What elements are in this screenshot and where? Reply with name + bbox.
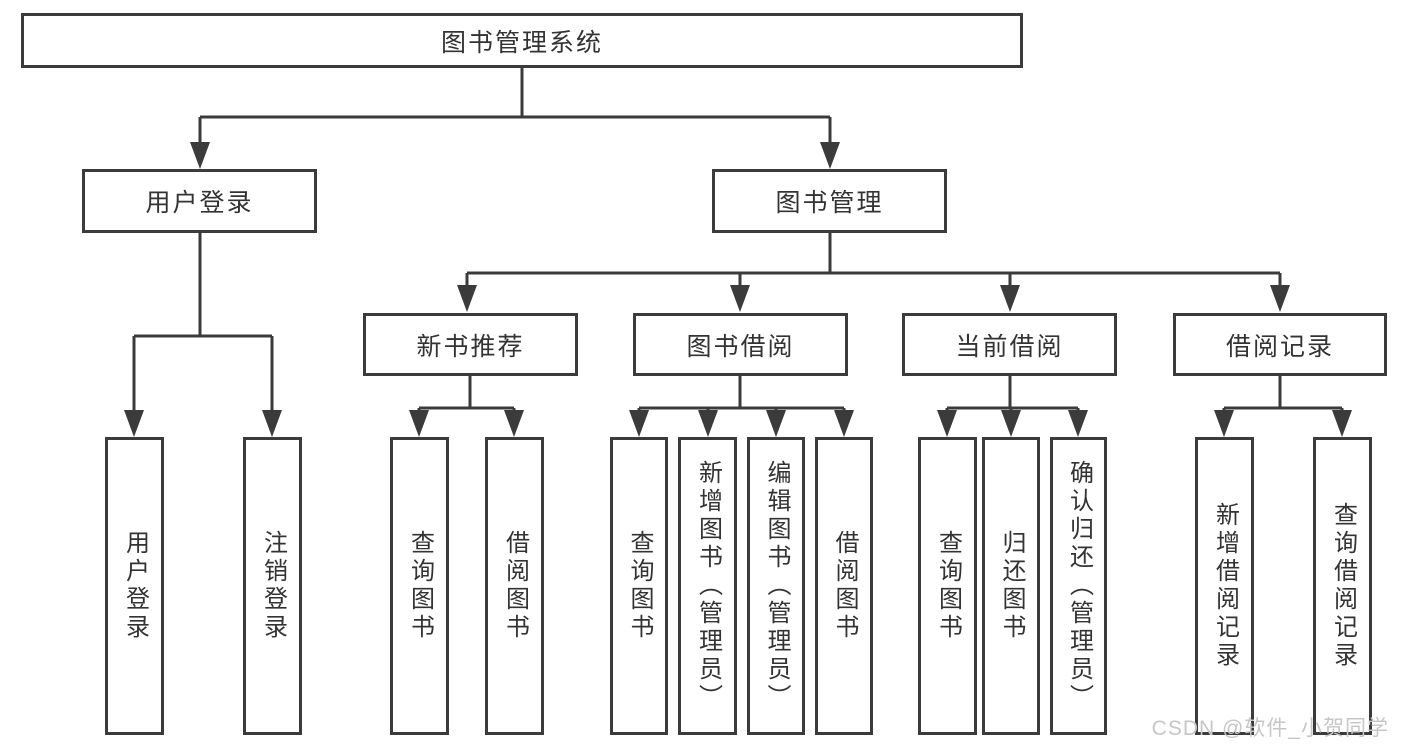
leaf-query-borrow-record: 查询借阅记录 [1313, 437, 1372, 735]
leaf-query-books-current-label: 查询图书 [934, 530, 962, 642]
leaf-confirm-return-admin-label: 确认归还（管理员） [1065, 460, 1093, 712]
leaf-add-books-admin: 新增图书（管理员） [678, 437, 737, 735]
connector-book-management-children [465, 233, 1282, 288]
leaf-return-books-label: 归还图书 [998, 530, 1025, 642]
node-book-management-label: 图书管理 [775, 189, 884, 217]
leaf-confirm-return-admin: 确认归还（管理员） [1050, 437, 1107, 735]
leaf-user-login: 用户登录 [105, 437, 164, 735]
node-user-login: 用户登录 [82, 169, 317, 233]
node-current-borrow-label: 当前借阅 [955, 332, 1064, 361]
leaf-query-books-borrow-label: 查询图书 [626, 530, 653, 642]
leaf-query-books-current: 查询图书 [918, 437, 977, 735]
leaf-query-books-recommend-label: 查询图书 [406, 530, 434, 642]
connector-root-to-level2 [198, 68, 832, 145]
node-book-management: 图书管理 [712, 169, 947, 233]
leaf-edit-books-admin-label: 编辑图书（管理员） [763, 460, 790, 712]
node-current-borrow: 当前借阅 [902, 313, 1117, 376]
leaf-user-login-label: 用户登录 [121, 530, 149, 642]
leaf-logout-label: 注销登录 [259, 530, 287, 642]
leaf-return-books: 归还图书 [982, 437, 1040, 735]
leaf-add-borrow-record: 新增借阅记录 [1195, 437, 1254, 735]
leaf-borrow-books-recommend-label: 借阅图书 [501, 530, 529, 642]
leaf-query-books-borrow: 查询图书 [610, 437, 668, 735]
csdn-watermark: CSDN @软件_小贺同学 [1151, 717, 1389, 740]
node-root-label: 图书管理系统 [440, 28, 603, 57]
arrowheads [124, 142, 1352, 437]
node-book-borrow-label: 图书借阅 [686, 332, 795, 361]
node-new-book-recommend-label: 新书推荐 [416, 332, 525, 361]
connector-borrow-children [637, 376, 846, 414]
node-root: 图书管理系统 [21, 13, 1023, 68]
leaf-borrow-books-label: 借阅图书 [831, 530, 858, 642]
node-borrow-records-label: 借阅记录 [1225, 332, 1334, 361]
connector-current-children [945, 376, 1080, 414]
leaf-logout: 注销登录 [243, 437, 302, 735]
leaf-edit-books-admin: 编辑图书（管理员） [747, 437, 805, 735]
node-borrow-records: 借阅记录 [1173, 313, 1387, 376]
connector-records-children [1222, 376, 1344, 414]
leaf-query-borrow-record-label: 查询借阅记录 [1329, 502, 1357, 670]
node-user-login-label: 用户登录 [145, 189, 254, 217]
connector-recommend-children [417, 376, 516, 414]
leaf-add-borrow-record-label: 新增借阅记录 [1211, 502, 1239, 670]
leaf-add-books-admin-label: 新增图书（管理员） [694, 460, 722, 712]
leaf-borrow-books: 借阅图书 [815, 437, 873, 735]
leaf-borrow-books-recommend: 借阅图书 [485, 437, 544, 735]
connector-user-login-children [132, 233, 274, 414]
node-new-book-recommend: 新书推荐 [363, 313, 578, 376]
leaf-query-books-recommend: 查询图书 [390, 437, 449, 735]
node-book-borrow: 图书借阅 [633, 313, 848, 376]
